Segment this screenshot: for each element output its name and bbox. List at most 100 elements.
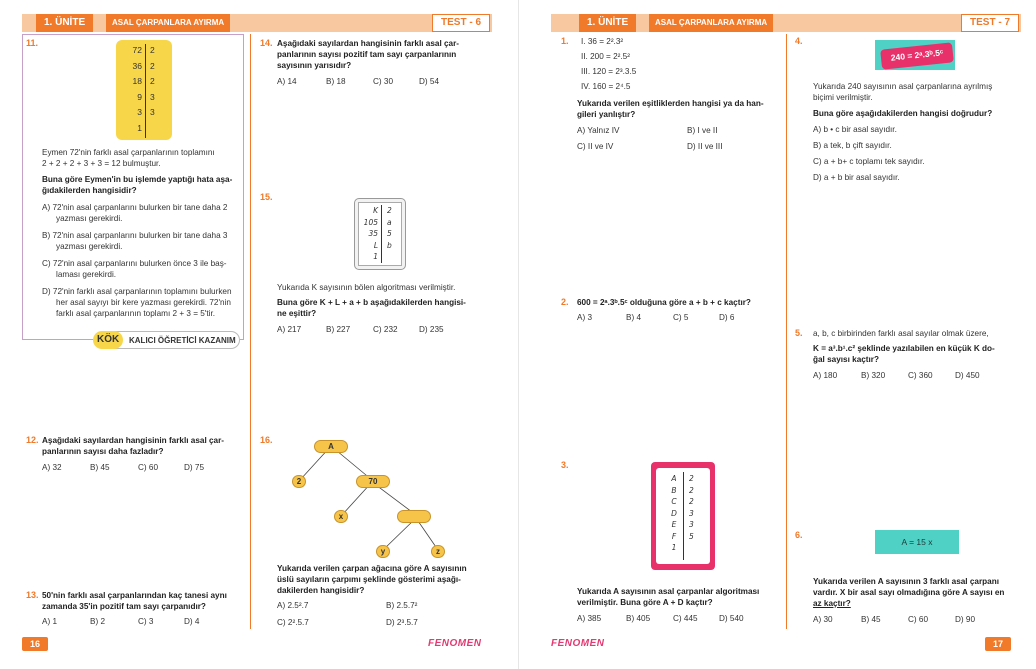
ladder-value: 72 bbox=[132, 45, 142, 55]
option-c[interactable]: C) 5 bbox=[673, 313, 689, 322]
option-b[interactable]: B) 2.5.7² bbox=[386, 601, 418, 610]
option-c[interactable]: C) 30 bbox=[373, 77, 394, 86]
option-a[interactable]: A) 32 bbox=[42, 463, 62, 472]
question-text: a, b, c birbirinden farklı asal sayılar … bbox=[813, 329, 989, 338]
question-number: 2. bbox=[561, 297, 569, 307]
option-c[interactable]: C) 360 bbox=[908, 371, 933, 380]
option-c[interactable]: C) 60 bbox=[908, 615, 929, 624]
option-b[interactable]: B) 2 bbox=[90, 617, 106, 626]
question-prompt: Buna göre aşağıdakilerden hangisi doğrud… bbox=[813, 109, 993, 118]
question-prompt: ğal sayısı kaçtır? bbox=[813, 355, 879, 364]
algorithm-line bbox=[381, 205, 382, 263]
question-prompt: az kaçtır? bbox=[813, 599, 851, 608]
algorithm-line bbox=[683, 472, 684, 560]
question-text: biçimi verilmiştir. bbox=[813, 93, 873, 102]
option-d[interactable]: D) 540 bbox=[719, 614, 744, 623]
algorithm-value: A bbox=[671, 474, 677, 483]
option-a[interactable]: A) 3 bbox=[577, 313, 593, 322]
tree-node-z: z bbox=[431, 545, 445, 558]
option-b[interactable]: B) 45 bbox=[90, 463, 110, 472]
tree-node-2: 2 bbox=[292, 475, 306, 488]
question-number: 3. bbox=[561, 460, 569, 470]
option-a[interactable]: A) Yalnız IV bbox=[577, 126, 620, 135]
algorithm-value: 1 bbox=[373, 252, 378, 261]
option-b[interactable]: B) 72'nin asal çarpanlarını bulurken bir… bbox=[42, 231, 228, 240]
option-b[interactable]: B) 4 bbox=[626, 313, 642, 322]
tree-node-blank bbox=[397, 510, 431, 523]
option-a[interactable]: A) 72'nin asal çarpanlarını bulurken bir… bbox=[42, 203, 228, 212]
statement-2: II. 200 = 2².5² bbox=[581, 52, 630, 61]
option-c[interactable]: C) 232 bbox=[373, 325, 398, 334]
kok-badge: KÖK KALICI ÖĞRETİCİ KAZANIM bbox=[93, 331, 240, 349]
option-c[interactable]: C) 72'nin asal çarpanlarını bulurken önc… bbox=[42, 259, 227, 268]
algorithm-value: F bbox=[671, 531, 677, 541]
option-c[interactable]: C) 2².5.7 bbox=[277, 618, 309, 627]
algorithm-divisor: 5 bbox=[387, 229, 392, 238]
option-d[interactable]: D) 450 bbox=[955, 371, 980, 380]
question-prompt: dakilerden hangisidir? bbox=[277, 586, 365, 595]
option-d[interactable]: D) 72'nin farklı asal çarpanlarının topl… bbox=[42, 287, 232, 296]
option-c[interactable]: C) II ve IV bbox=[577, 142, 614, 151]
question-prompt: verilmiştir. Buna göre A + D kaçtır? bbox=[577, 598, 713, 607]
algorithm-value: 35 bbox=[368, 229, 378, 238]
ladder-divisor: 2 bbox=[150, 76, 155, 86]
algorithm-paper bbox=[358, 202, 402, 266]
option-b[interactable]: B) 45 bbox=[861, 615, 881, 624]
test-label: TEST - 6 bbox=[432, 14, 491, 32]
option-d[interactable]: D) 90 bbox=[955, 615, 976, 624]
question-prompt: K = a³.b¹.c² şeklinde yazılabilen en küç… bbox=[813, 344, 995, 353]
option-c[interactable]: C) 60 bbox=[138, 463, 159, 472]
option-a[interactable]: A) 180 bbox=[813, 371, 838, 380]
option-d[interactable]: D) 54 bbox=[419, 77, 440, 86]
option-a-cont: yazması gerekirdi. bbox=[56, 214, 123, 223]
option-d-cont: farklı asal çarpanlarının toplamı 2 + 3 … bbox=[56, 309, 216, 318]
option-b[interactable]: B) 227 bbox=[326, 325, 351, 334]
question-prompt: Buna göre K + L + a + b aşağıdakilerden … bbox=[277, 298, 466, 307]
algorithm-value: 1 bbox=[671, 543, 677, 552]
option-b[interactable]: B) 320 bbox=[861, 371, 886, 380]
unit-label: 1. ÜNİTE bbox=[579, 14, 637, 32]
option-c[interactable]: C) 3 bbox=[138, 617, 154, 626]
question-prompt: sayısının yarısıdır? bbox=[277, 61, 352, 70]
kok-text: KALICI ÖĞRETİCİ KAZANIM bbox=[129, 336, 236, 345]
question-number: 4. bbox=[795, 36, 803, 46]
algorithm-divisor: a bbox=[387, 217, 392, 227]
option-a[interactable]: A) 14 bbox=[277, 77, 297, 86]
right-page: 1. ÜNİTE ASAL ÇARPANLARA AYIRMA TEST - 7… bbox=[518, 0, 1036, 669]
option-d[interactable]: D) 6 bbox=[719, 313, 735, 322]
question-prompt: Aşağıdaki sayılardan hangisinin farklı a… bbox=[42, 436, 225, 445]
option-a[interactable]: A) 385 bbox=[577, 614, 602, 623]
algorithm-divisor: b bbox=[387, 240, 392, 250]
option-a[interactable]: A) 1 bbox=[42, 617, 58, 626]
tree-node-a: A bbox=[314, 440, 348, 453]
formula-badge-text: A = 15 x bbox=[901, 537, 933, 547]
option-b[interactable]: B) I ve II bbox=[687, 126, 718, 135]
option-d[interactable]: D) II ve III bbox=[687, 142, 723, 151]
option-d[interactable]: D) 4 bbox=[184, 617, 200, 626]
option-d[interactable]: D) 235 bbox=[419, 325, 444, 334]
option-a[interactable]: A) b • c bir asal sayıdır. bbox=[813, 125, 897, 134]
tree-node-y: y bbox=[376, 545, 390, 558]
option-d[interactable]: D) 2³.5.7 bbox=[386, 618, 418, 627]
algorithm-value: B bbox=[671, 485, 677, 495]
option-b[interactable]: B) 18 bbox=[326, 77, 346, 86]
option-a[interactable]: A) 30 bbox=[813, 615, 833, 624]
ladder-value: 9 bbox=[137, 91, 142, 102]
option-c[interactable]: C) a + b+ c toplamı tek sayıdır. bbox=[813, 157, 925, 166]
option-b[interactable]: B) a tek, b çift sayıdır. bbox=[813, 141, 892, 150]
left-page: 1. ÜNİTE ASAL ÇARPANLARA AYIRMA TEST - 6… bbox=[22, 14, 492, 651]
statement-4: IV. 160 = 2⁴.5 bbox=[581, 82, 631, 91]
ladder-value: 18 bbox=[132, 76, 142, 86]
option-a[interactable]: A) 217 bbox=[277, 325, 302, 334]
option-d[interactable]: D) 75 bbox=[184, 463, 205, 472]
option-c[interactable]: C) 445 bbox=[673, 614, 698, 623]
option-b[interactable]: B) 405 bbox=[626, 614, 651, 623]
option-a[interactable]: A) 2.5².7 bbox=[277, 601, 309, 610]
question-prompt: üslü sayıların çarpımı şeklinde gösterim… bbox=[277, 575, 461, 584]
algorithm-divisor: 2 bbox=[689, 497, 694, 506]
kok-label: KÖK bbox=[93, 331, 124, 349]
question-prompt: panlarının sayısı daha fazladır? bbox=[42, 447, 164, 456]
question-prompt: gileri yanlıştır? bbox=[577, 110, 636, 119]
option-d[interactable]: D) a + b bir asal sayıdır. bbox=[813, 173, 900, 182]
brand-logo: FENOMEN bbox=[551, 638, 605, 649]
